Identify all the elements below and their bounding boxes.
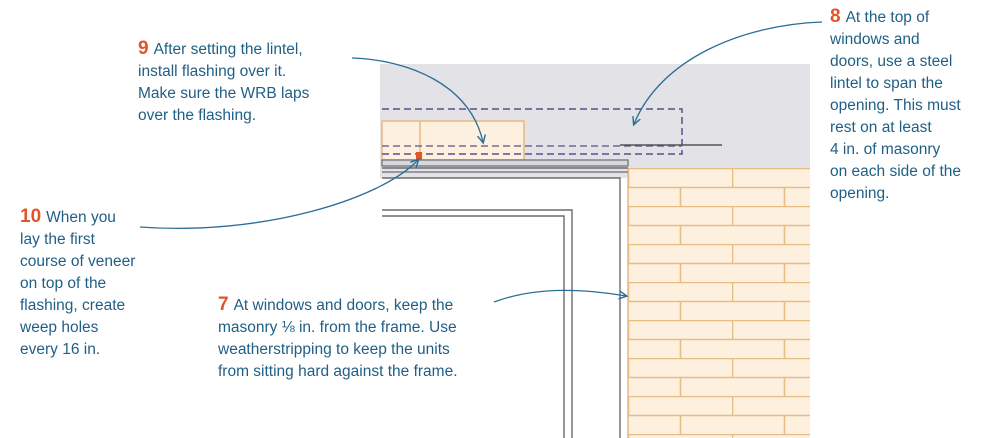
callout-10-line-3: course of veneer: [20, 253, 136, 270]
leader-line-8: [634, 21, 823, 124]
callout-7-line-3: weatherstripping to keep the units: [218, 341, 450, 358]
steel-lintel: [381, 159, 629, 167]
callout-10-line-7: every 16 in.: [20, 341, 101, 358]
callout-8-line-3: doors, use a steel: [830, 53, 953, 70]
weep-hole-marker: [416, 152, 422, 160]
leader-line-10: [139, 160, 418, 230]
callout-8-line-8: on each side of the: [830, 163, 961, 180]
callout-10-line-6: weep holes: [20, 319, 99, 336]
callout-8-line-4: lintel to span the: [830, 75, 943, 92]
brick-veneer: [628, 168, 810, 438]
callout-7-number: 7: [218, 294, 229, 315]
leader-line-9: [351, 57, 483, 142]
window-frame: [382, 177, 621, 438]
callout-9-number: 9: [138, 38, 149, 59]
callout-9-line-3: Make sure the WRB laps: [138, 85, 310, 102]
callout-10-line-5: flashing, create: [20, 297, 126, 314]
wrb-dashed-outline: [382, 108, 683, 155]
callout-7-line-2: masonry ⅛ in. from the frame. Use: [218, 319, 457, 336]
callout-8-line-9: opening.: [830, 185, 890, 202]
callout-8-line-2: windows and: [830, 31, 920, 48]
callout-7-line-4: from sitting hard against the frame.: [218, 363, 458, 380]
callout-8-line-6: rest on at least: [830, 119, 932, 136]
callout-10-number: 10: [20, 206, 42, 227]
callout-8-line-5: opening. This must: [830, 97, 961, 114]
callout-8-line-7: 4 in. of masonry: [830, 141, 941, 158]
callout-8-number: 8: [830, 6, 841, 27]
callout-9-line-4: over the flashing.: [138, 107, 257, 124]
callout-10-line-4: on top of the: [20, 275, 107, 292]
callout-9-line-2: install flashing over it.: [138, 63, 287, 80]
callout-10-line-2: lay the first: [20, 231, 95, 248]
leader-line-7: [493, 289, 626, 303]
